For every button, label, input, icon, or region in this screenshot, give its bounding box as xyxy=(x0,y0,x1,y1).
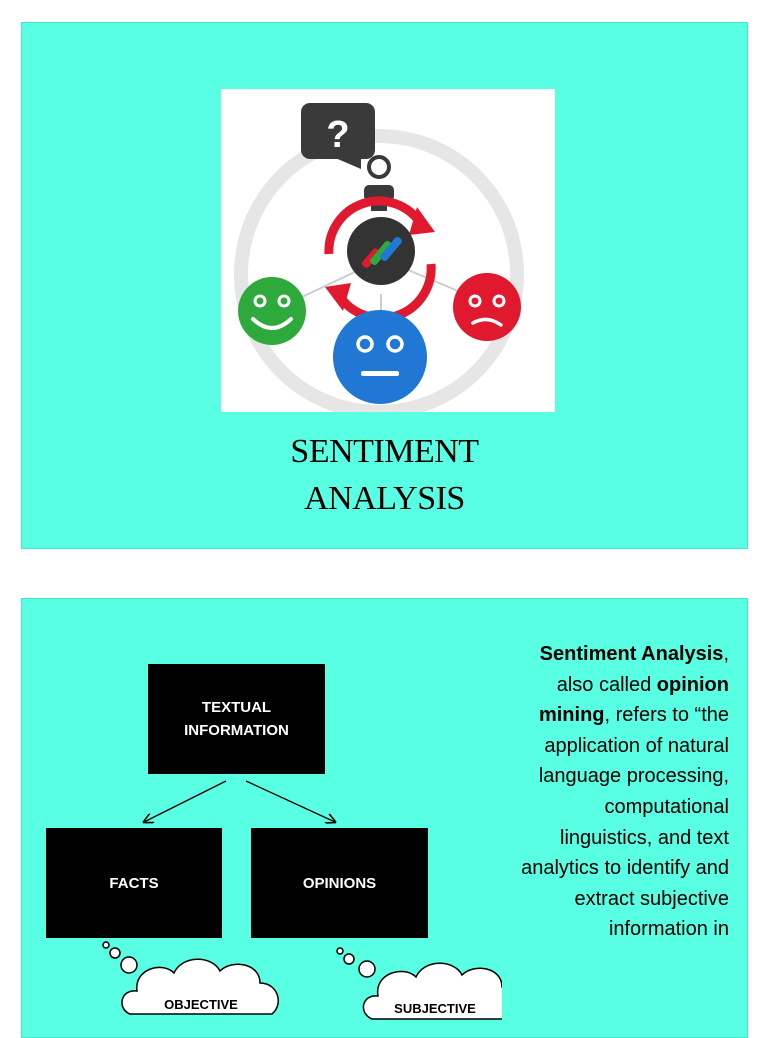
title-slide: ? xyxy=(21,22,748,549)
title-line-2: ANALYSIS xyxy=(304,480,465,517)
paragraph-text-2: , refers to “the application of natural … xyxy=(521,704,729,941)
textual-information-label: TEXTUAL INFORMATION xyxy=(184,699,289,739)
center-logo-icon xyxy=(347,217,415,285)
slide-title: SENTIMENT ANALYSIS xyxy=(22,428,747,522)
diagram-connectors xyxy=(102,780,502,1020)
sentiment-graphic: ? xyxy=(221,89,555,419)
arrow-to-facts xyxy=(144,780,227,822)
facts-label: FACTS xyxy=(109,874,159,892)
subjective-cloud xyxy=(336,947,502,1020)
sad-face-icon xyxy=(453,273,521,341)
objective-cloud xyxy=(102,941,279,1015)
facts-box: FACTS xyxy=(46,828,222,938)
subjective-label: SUBJECTIVE xyxy=(394,1001,476,1016)
textual-information-box: TEXTUAL INFORMATION xyxy=(148,664,325,774)
speech-bubble-question-icon: ? xyxy=(301,103,375,169)
term-sentiment-analysis: Sentiment Analysis xyxy=(539,643,724,665)
neutral-face-icon xyxy=(333,310,427,404)
term-opinion-mining: opinion mining xyxy=(538,673,729,727)
title-line-1: SENTIMENT xyxy=(290,433,479,470)
opinions-label: OPINIONS xyxy=(302,874,377,892)
definition-paragraph: Sentiment Analysis, also called opinion … xyxy=(508,639,729,945)
paragraph-text-1: , also called xyxy=(556,643,729,696)
happy-face-icon xyxy=(238,277,306,345)
refresh-cycle-icon xyxy=(324,196,436,323)
svg-text:?: ? xyxy=(326,114,349,156)
objective-label: OBJECTIVE xyxy=(164,997,238,1012)
lightbulb-ring-icon xyxy=(367,155,391,179)
definition-slide: TEXTUAL INFORMATION FACTS OPINIONS OBJEC… xyxy=(21,598,748,1038)
arrow-to-opinions xyxy=(245,780,335,822)
sentiment-illustration: ? xyxy=(234,103,524,419)
opinions-box: OPINIONS xyxy=(251,828,428,938)
